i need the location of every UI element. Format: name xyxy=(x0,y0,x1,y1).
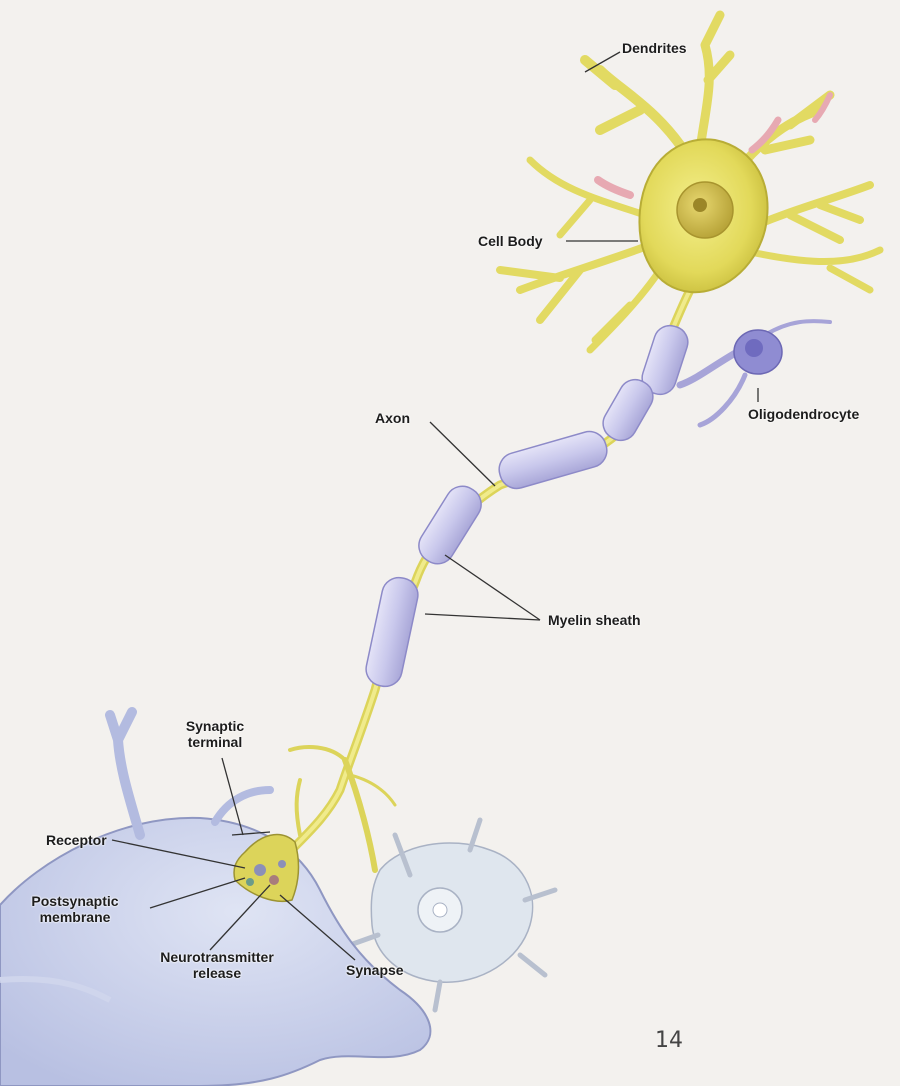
label-synaptic-terminal: Synaptic terminal xyxy=(150,718,280,750)
label-oligodendrocyte: Oligodendrocyte xyxy=(748,406,859,422)
label-postsynaptic-line2: membrane xyxy=(20,909,130,925)
label-receptor: Receptor xyxy=(46,832,107,848)
myelin-segment xyxy=(412,480,487,570)
label-myelin-sheath: Myelin sheath xyxy=(548,612,641,628)
myelin-segments xyxy=(363,321,692,689)
myelin-segment xyxy=(363,574,421,689)
label-postsynaptic-line1: Postsynaptic xyxy=(20,893,130,909)
label-neurotransmitter-line2: release xyxy=(142,965,292,981)
page-number: 14 xyxy=(655,1028,683,1053)
label-neurotransmitter-line1: Neurotransmitter xyxy=(142,949,292,965)
myelin-segment xyxy=(495,428,611,493)
label-dendrites: Dendrites xyxy=(622,40,687,56)
label-synapse: Synapse xyxy=(346,962,404,978)
label-synaptic-terminal-line1: Synaptic xyxy=(150,718,280,734)
axon xyxy=(282,290,690,870)
label-synaptic-terminal-line2: terminal xyxy=(150,734,280,750)
cell-body xyxy=(639,139,767,292)
label-postsynaptic-membrane: Postsynaptic membrane xyxy=(20,893,130,925)
label-cell-body: Cell Body xyxy=(478,233,543,249)
label-neurotransmitter-release: Neurotransmitter release xyxy=(142,949,292,981)
label-axon: Axon xyxy=(375,410,410,426)
